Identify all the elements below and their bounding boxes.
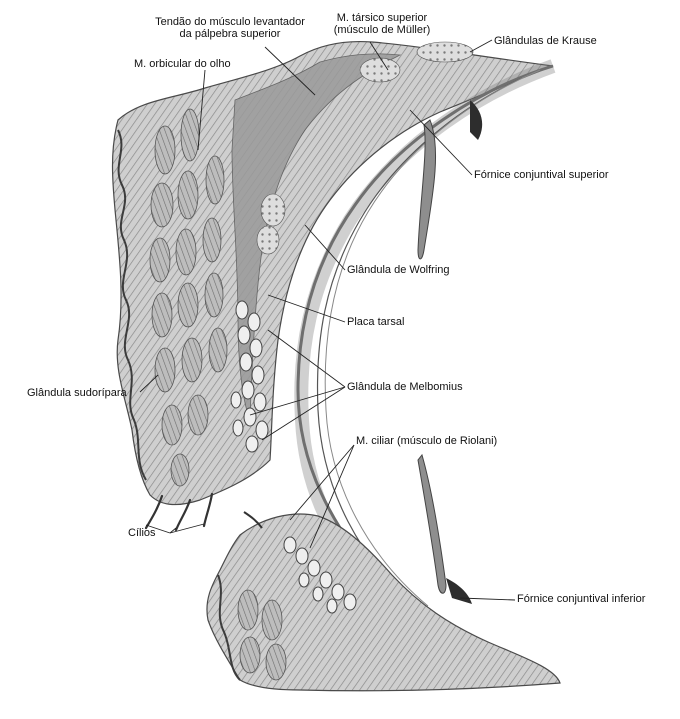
lower-fornix — [417, 453, 447, 594]
label-tendao: Tendão do músculo levantador da pálpebra… — [135, 16, 325, 40]
label-wolfring: Glândula de Wolfring — [347, 264, 450, 276]
label-placa-tarsal: Placa tarsal — [347, 316, 405, 328]
label-sudoripara: Glândula sudorípara — [27, 387, 127, 399]
label-melbomius: Glândula de Melbomius — [347, 381, 463, 393]
label-tendao-line1: Tendão do músculo levantador — [155, 16, 305, 28]
lower-eyelid — [206, 511, 561, 692]
label-tarsico-line1: M. társico superior — [336, 12, 428, 24]
upper-eyelid — [111, 40, 554, 532]
label-cilios: Cílios — [128, 527, 156, 539]
label-krause: Glândulas de Krause — [494, 35, 597, 47]
label-tarsico: M. társico superior (músculo de Müller) — [322, 12, 442, 36]
label-fornice-inferior: Fórnice conjuntival inferior — [517, 593, 646, 605]
label-fornice-superior: Fórnice conjuntival superior — [474, 169, 609, 181]
upper-fornix — [417, 119, 437, 260]
label-ciliar: M. ciliar (músculo de Riolani) — [356, 435, 498, 447]
label-tarsico-line2: (músculo de Müller) — [333, 24, 431, 36]
label-orbicular: M. orbicular do olho — [134, 58, 231, 70]
label-tendao-line2: da pálpebra superior — [179, 28, 281, 40]
leader-lines — [139, 39, 516, 601]
